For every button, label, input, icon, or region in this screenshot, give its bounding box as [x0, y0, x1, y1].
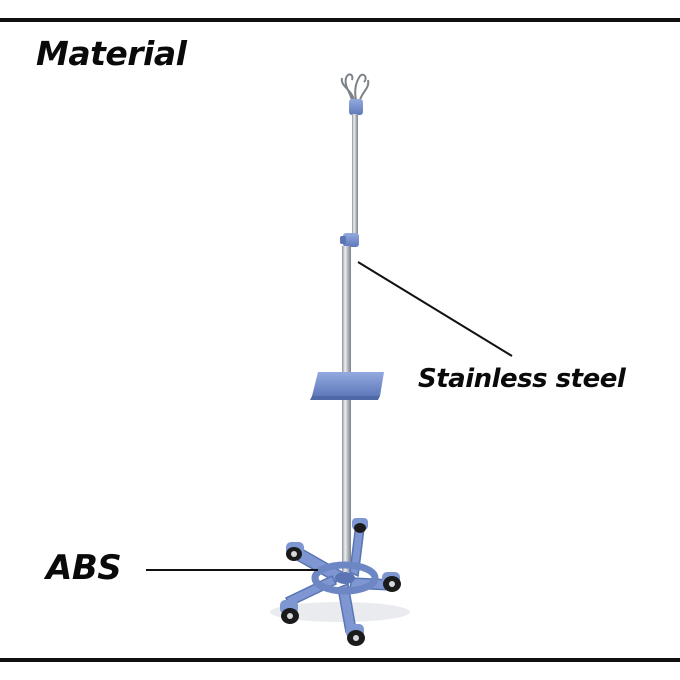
caster-wheel — [346, 624, 365, 646]
lower-pole — [342, 246, 351, 572]
height-knob-screw — [340, 236, 346, 244]
tray-edge — [310, 396, 380, 400]
caster-wheel — [352, 518, 368, 533]
abs-label: ABS — [46, 548, 122, 588]
frame-top-line — [0, 18, 680, 22]
floor-shadow — [270, 602, 410, 622]
caster-wheel — [280, 600, 299, 624]
stainless-leader-line — [357, 261, 513, 357]
page-title: Material — [36, 34, 187, 73]
base-ring — [311, 561, 379, 595]
hook-icon — [340, 73, 370, 101]
top-connector — [349, 99, 363, 115]
base-hub — [335, 572, 355, 584]
caster-wheel — [286, 542, 304, 561]
height-knob — [343, 233, 359, 247]
stainless-steel-label: Stainless steel — [418, 364, 626, 394]
caster-wheel — [382, 572, 401, 592]
frame-bottom-line — [0, 658, 680, 662]
upper-pole — [352, 114, 358, 242]
tray — [312, 372, 384, 396]
